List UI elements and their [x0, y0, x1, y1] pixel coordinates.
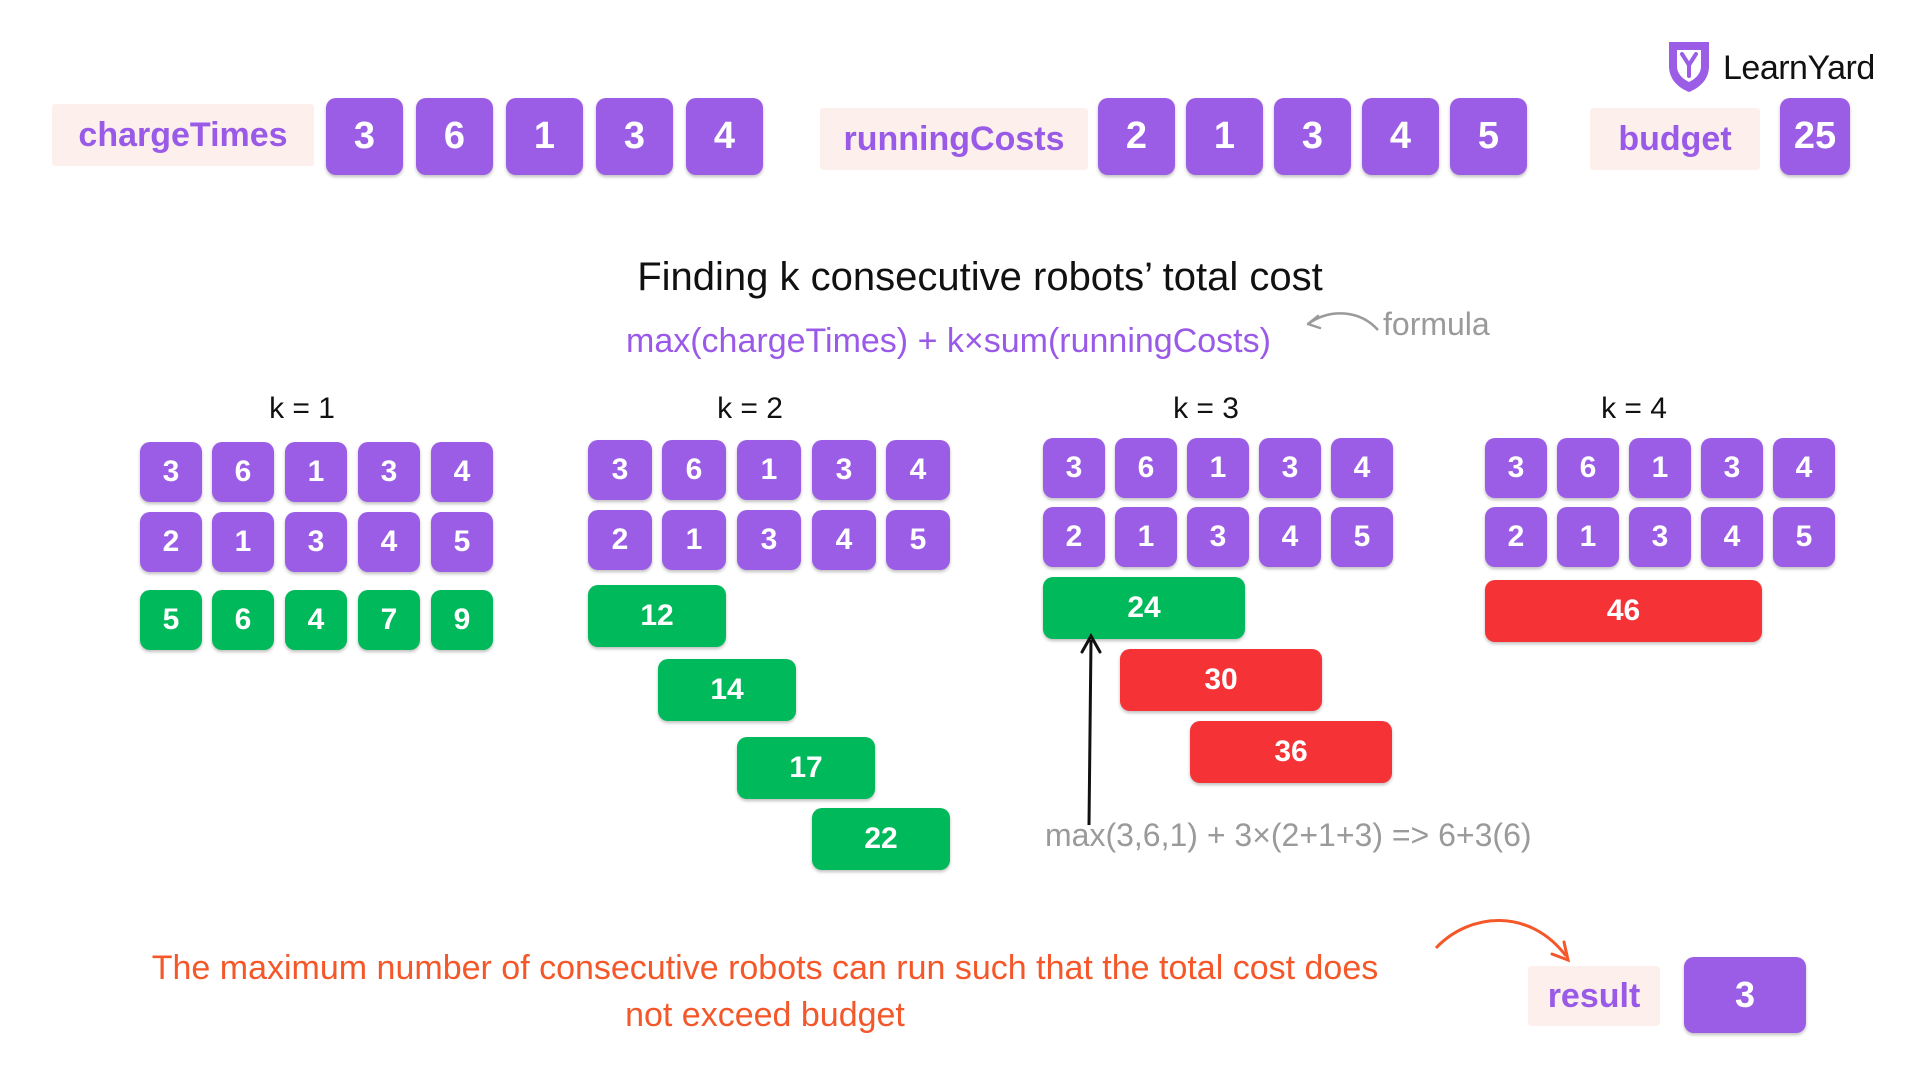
charge-cell: 3: [812, 440, 876, 500]
running-cell: 4: [812, 510, 876, 570]
cost-result-ok: 14: [658, 659, 796, 721]
running-costs-cell: 5: [1450, 98, 1527, 175]
conclusion-text: The maximum number of consecutive robots…: [40, 945, 1490, 1039]
running-cell: 3: [285, 512, 347, 572]
charge-cell: 4: [1773, 438, 1835, 498]
cost-result-ok: 22: [812, 808, 950, 870]
k-label: k = 3: [1173, 392, 1239, 425]
running-cell: 1: [662, 510, 726, 570]
result-label: result: [1528, 966, 1660, 1026]
up-arrow-icon: [1080, 632, 1102, 826]
running-cell: 2: [1043, 507, 1105, 567]
charge-cell: 4: [431, 442, 493, 502]
running-costs-label: runningCosts: [820, 108, 1088, 170]
learnyard-shield-icon: [1665, 38, 1713, 99]
cost-result-ok: 6: [212, 590, 274, 650]
running-cell: 1: [1115, 507, 1177, 567]
cost-result-ok: 9: [431, 590, 493, 650]
running-cell: 3: [737, 510, 801, 570]
running-costs-cell: 1: [1186, 98, 1263, 175]
conclusion-line-1: The maximum number of consecutive robots…: [151, 949, 1379, 987]
cost-result-ok: 17: [737, 737, 875, 799]
running-cell: 4: [1259, 507, 1321, 567]
cost-result-ok: 12: [588, 585, 726, 647]
charge-cell: 4: [886, 440, 950, 500]
running-cell: 1: [212, 512, 274, 572]
cost-result-over-budget: 30: [1120, 649, 1322, 711]
running-cell: 5: [1773, 507, 1835, 567]
charge-cell: 4: [1331, 438, 1393, 498]
charge-times-label: chargeTimes: [52, 104, 314, 166]
running-cell: 4: [1701, 507, 1763, 567]
charge-cell: 3: [1259, 438, 1321, 498]
conclusion-line-2: not exceed budget: [625, 996, 905, 1034]
running-cell: 4: [358, 512, 420, 572]
charge-cell: 6: [1115, 438, 1177, 498]
running-cell: 1: [1557, 507, 1619, 567]
budget-label: budget: [1590, 108, 1760, 170]
charge-cell: 1: [1187, 438, 1249, 498]
charge-cell: 3: [588, 440, 652, 500]
learnyard-logo: LearnYard: [1665, 38, 1875, 99]
cost-result-ok: 5: [140, 590, 202, 650]
charge-cell: 3: [1043, 438, 1105, 498]
cost-result-ok: 24: [1043, 577, 1245, 639]
charge-cell: 3: [140, 442, 202, 502]
k-label: k = 2: [717, 392, 783, 425]
k-label: k = 1: [269, 392, 335, 425]
diagram-heading: Finding k consecutive robots’ total cost: [637, 255, 1323, 299]
running-cell: 2: [140, 512, 202, 572]
running-costs-cell: 4: [1362, 98, 1439, 175]
brand-name: LearnYard: [1723, 49, 1875, 87]
calculation-note: max(3,6,1) + 3×(2+1+3) => 6+3(6): [1045, 817, 1532, 853]
running-cell: 5: [886, 510, 950, 570]
cost-result-ok: 7: [358, 590, 420, 650]
charge-cell: 3: [1701, 438, 1763, 498]
running-costs-cell: 3: [1274, 98, 1351, 175]
charge-cell: 3: [1485, 438, 1547, 498]
cost-result-over-budget: 46: [1485, 580, 1762, 642]
formula-text: max(chargeTimes) + k×sum(runningCosts): [626, 322, 1271, 360]
charge-times-cell: 6: [416, 98, 493, 175]
running-cell: 2: [588, 510, 652, 570]
charge-cell: 1: [737, 440, 801, 500]
running-cell: 3: [1629, 507, 1691, 567]
running-costs-cell: 2: [1098, 98, 1175, 175]
running-cell: 5: [431, 512, 493, 572]
charge-times-cell: 3: [596, 98, 673, 175]
charge-times-cell: 3: [326, 98, 403, 175]
charge-times-cell: 1: [506, 98, 583, 175]
charge-cell: 1: [1629, 438, 1691, 498]
running-cell: 5: [1331, 507, 1393, 567]
charge-cell: 6: [1557, 438, 1619, 498]
k-label: k = 4: [1601, 392, 1667, 425]
charge-times-cell: 4: [686, 98, 763, 175]
orange-curved-arrow-icon: [1434, 919, 1571, 963]
budget-value: 25: [1780, 98, 1850, 175]
charge-cell: 6: [212, 442, 274, 502]
charge-cell: 3: [358, 442, 420, 502]
formula-note: formula: [1383, 306, 1490, 342]
curved-arrow-icon: [1306, 312, 1379, 331]
result-value: 3: [1684, 957, 1806, 1033]
cost-result-ok: 4: [285, 590, 347, 650]
running-cell: 3: [1187, 507, 1249, 567]
charge-cell: 1: [285, 442, 347, 502]
running-cell: 2: [1485, 507, 1547, 567]
cost-result-over-budget: 36: [1190, 721, 1392, 783]
charge-cell: 6: [662, 440, 726, 500]
